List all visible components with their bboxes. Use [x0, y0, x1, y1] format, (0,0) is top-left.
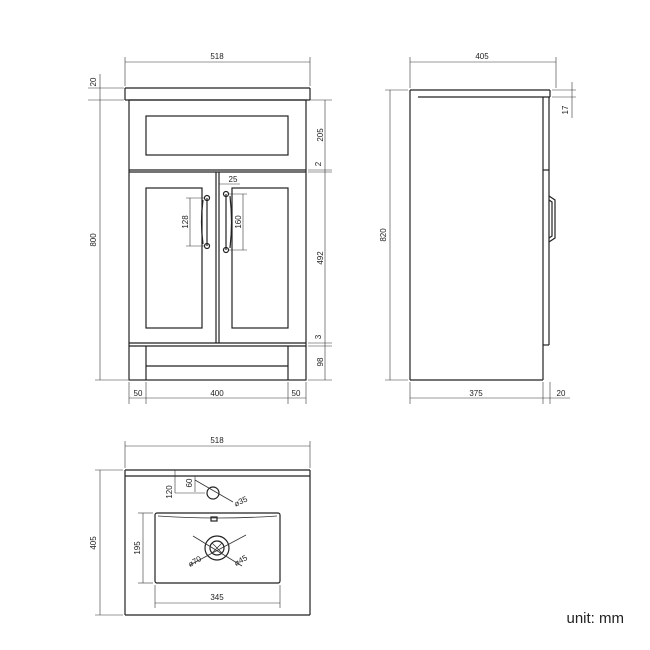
dim-left-handle-label: 128: [181, 215, 190, 229]
dim-right-handle-label: 160: [234, 215, 243, 229]
drawer-panel: [145, 115, 289, 156]
right-door-panel: [231, 187, 289, 329]
dim-basin-width-label: 345: [210, 593, 224, 602]
dim-top-depth-label: 405: [89, 536, 98, 550]
right-handle-icon: [222, 190, 233, 254]
dim-side-depth-label: 405: [475, 52, 489, 61]
dim-drawer-height-label: 205: [316, 128, 325, 142]
side-handle-icon: [548, 195, 556, 243]
tap-hole-label: ⌀35: [233, 494, 250, 508]
dim-gap-bottom-label: 3: [314, 334, 323, 339]
dim-leg-right-label: 50: [292, 389, 301, 398]
waste-icon: [204, 535, 230, 561]
dim-front-height-label: 800: [89, 233, 98, 247]
left-handle-icon: [200, 194, 211, 250]
dim-tap-offset-x-label: 60: [185, 478, 194, 487]
dim-leg-left-label: 50: [134, 389, 143, 398]
leader-tap-hole: [194, 479, 234, 503]
waste-outer-label: ⌀70: [187, 554, 204, 569]
basin-outline: [154, 512, 281, 584]
dim-front-width-label: 518: [210, 52, 224, 61]
dim-top-thickness-label: 20: [89, 77, 98, 86]
dim-side-body-label: 375: [469, 389, 483, 398]
side-view: 405 17 820 375 20: [379, 52, 576, 404]
dim-handle-offset-label: 25: [229, 175, 238, 184]
overflow-icon: [210, 516, 218, 522]
leader-waste-outer: [189, 534, 247, 566]
dim-top-width-label: 518: [210, 436, 224, 445]
dim-side-door-label: 20: [557, 389, 566, 398]
dim-side-top-label: 17: [561, 105, 570, 114]
left-door-panel: [145, 187, 203, 329]
leader-waste-inner: [192, 535, 243, 567]
dim-basin-depth-label: 195: [133, 541, 142, 555]
dim-side-height-label: 820: [379, 228, 388, 242]
front-view: 518 20 800 205 2 492 3 98 25 128 1: [88, 52, 332, 404]
dim-inner-width-label: 400: [210, 389, 224, 398]
top-view: ⌀35 ⌀70 ⌀45 518 405 60 120 195 345: [89, 436, 311, 616]
dim-gap-top-label: 2: [314, 161, 323, 166]
dim-plinth-height-label: 98: [316, 357, 325, 366]
dim-tap-offset-y-label: 120: [165, 485, 174, 499]
dim-door-height-label: 492: [316, 251, 325, 265]
tap-hole-icon: [206, 486, 220, 500]
unit-label: unit: mm: [566, 610, 624, 627]
cabinet-body: [128, 99, 307, 381]
